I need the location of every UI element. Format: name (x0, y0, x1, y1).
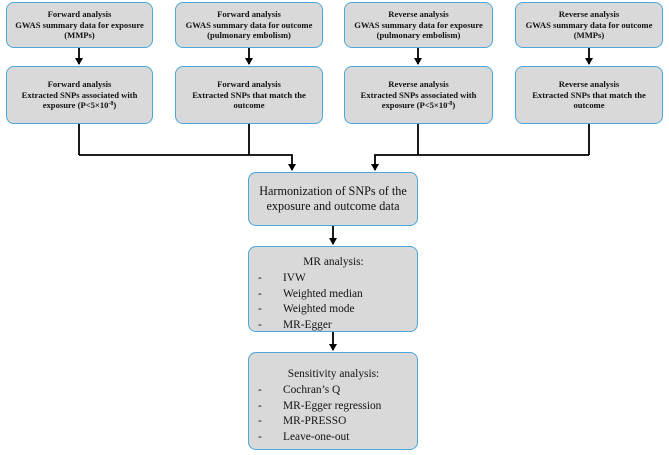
sensitivity-analysis-heading: Sensitivity analysis: (287, 368, 380, 380)
box-line: exposure (P<5×10-8) (381, 100, 456, 111)
list-item: -MR-PRESSO (258, 415, 347, 428)
box-line: GWAS summary data for outcome (525, 19, 653, 30)
forward-extracted-snps-outcome-box: Forward analysis Extracted SNPs that mat… (175, 66, 323, 124)
box-line: Extracted SNPs associated with (360, 89, 477, 100)
reverse-extracted-snps-outcome-box: Reverse analysis Extracted SNPs that mat… (515, 66, 663, 124)
box-line: exposure (P<5×10-8) (42, 100, 117, 111)
sensitivity-methods-list: -Cochran’s Q -MR-Egger regression -MR-PR… (258, 383, 409, 446)
reverse-exposure-gwas-box: Reverse analysis GWAS summary data for e… (344, 2, 493, 48)
mr-methods-list: -IVW -Weighted median -Weighted mode -MR… (258, 271, 409, 334)
box-line: Extracted SNPs that match the (532, 89, 646, 100)
box-line: (MMPs) (573, 30, 605, 41)
box-line: (pulmonary embolism) (207, 30, 291, 41)
list-item: -Leave-one-out (258, 431, 350, 444)
reverse-outcome-gwas-box: Reverse analysis GWAS summary data for o… (515, 2, 663, 48)
list-item: -Cochran’s Q (258, 383, 341, 396)
list-item: -MR-Egger (258, 319, 332, 332)
box-line: GWAS summary data for outcome (185, 19, 313, 30)
box-line: (pulmonary embolism) (376, 30, 461, 41)
forward-outcome-gwas-box: Forward analysis GWAS summary data for o… (175, 2, 323, 48)
reverse-extracted-snps-exposure-box: Reverse analysis Extracted SNPs associat… (344, 66, 493, 124)
sensitivity-analysis-box: Sensitivity analysis: -Cochran’s Q -MR-E… (248, 352, 418, 450)
harmonization-box: Harmonization of SNPs of the exposure an… (248, 172, 418, 226)
box-title: Reverse analysis (388, 9, 449, 20)
box-title: Forward analysis (47, 9, 112, 20)
box-title: Reverse analysis (388, 79, 449, 90)
box-line: (MMPs) (64, 30, 95, 41)
reverse-merge-line (371, 154, 589, 171)
box-line: GWAS summary data for exposure (354, 19, 483, 30)
forward-merge-line (79, 154, 296, 171)
mr-analysis-box: MR analysis: -IVW -Weighted median -Weig… (248, 246, 418, 332)
box-title: Reverse analysis (558, 9, 620, 20)
box-title: Reverse analysis (558, 79, 620, 90)
forward-exposure-gwas-box: Forward analysis GWAS summary data for e… (6, 2, 153, 48)
list-item: -IVW (258, 271, 306, 284)
mr-analysis-heading: MR analysis: (303, 256, 364, 268)
box-line: GWAS summary data for exposure (15, 19, 144, 30)
box-title: Forward analysis (217, 79, 281, 90)
harmonization-line-1: Harmonization of SNPs of the (259, 183, 407, 198)
box-line: outcome (233, 100, 265, 111)
box-title: Forward analysis (217, 9, 281, 20)
list-item: -MR-Egger regression (258, 399, 382, 412)
box-line: outcome (573, 100, 605, 111)
box-line: Extracted SNPs associated with (21, 89, 138, 100)
list-item: -Weighted median (258, 287, 363, 300)
list-item: -Weighted mode (258, 303, 355, 316)
box-line: Extracted SNPs that match the (192, 89, 306, 100)
harmonization-line-2: exposure and outcome data (266, 199, 400, 213)
forward-extracted-snps-exposure-box: Forward analysis Extracted SNPs associat… (6, 66, 153, 124)
box-title: Forward analysis (47, 79, 112, 90)
